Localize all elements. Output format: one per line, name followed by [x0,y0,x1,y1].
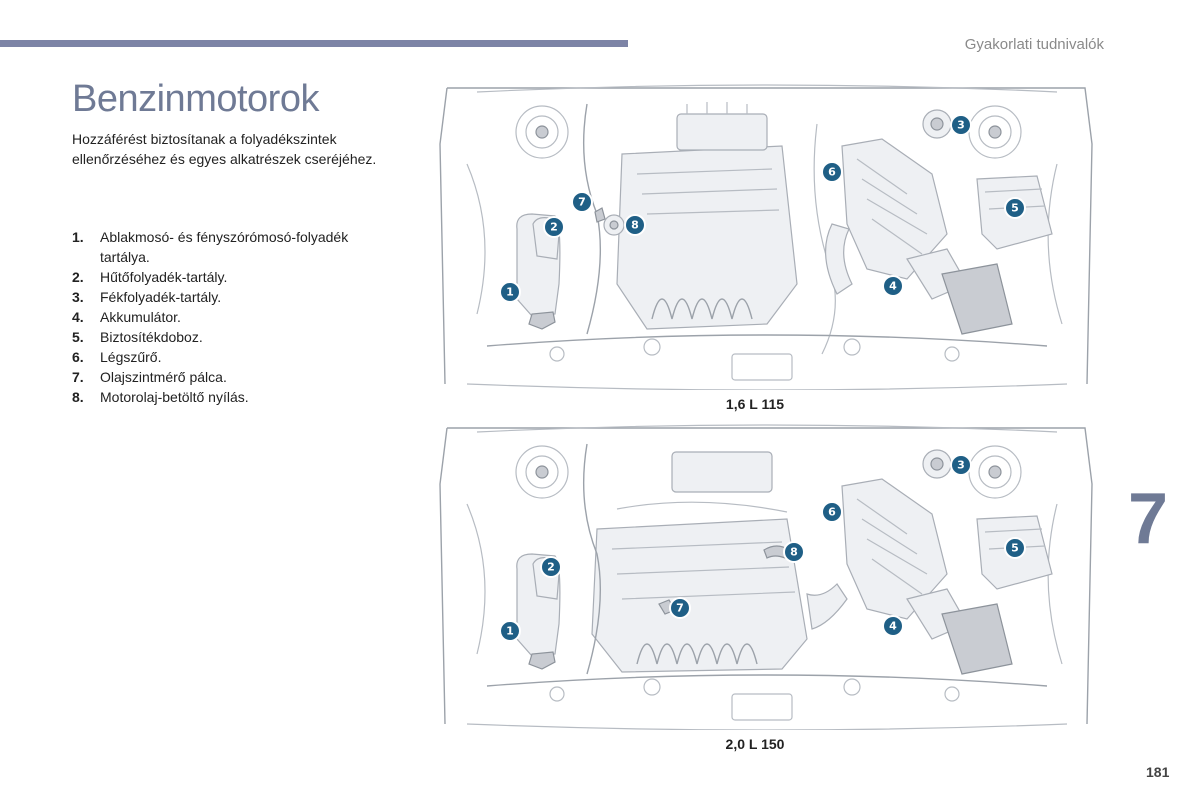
svg-text:4: 4 [889,620,897,633]
legend-label: Ablakmosó- és fényszórómosó-folyadék tar… [100,229,349,265]
section-title: Gyakorlati tudnivalók [964,36,1104,53]
callout-8: 8 [624,214,646,236]
legend-number: 5. [72,329,84,345]
svg-text:2: 2 [550,221,558,234]
intro-text: Hozzáférést biztosítanak a folyadékszint… [72,131,377,167]
callout-4: 4 [882,275,904,297]
callout-1: 1 [499,281,521,303]
legend-item: 5. Biztosítékdoboz. [72,327,392,347]
svg-text:3: 3 [957,459,965,472]
legend-number: 4. [72,309,84,325]
callout-7: 7 [669,597,691,619]
callout-3: 3 [950,454,972,476]
legend-label: Hűtőfolyadék-tartály. [100,269,228,285]
svg-text:5: 5 [1011,542,1019,555]
svg-text:8: 8 [790,546,798,559]
callout-3: 3 [950,114,972,136]
legend-number: 7. [72,369,84,385]
legend-number: 3. [72,289,84,305]
header-accent-bar [0,40,628,47]
page-title: Benzinmotorok [72,78,319,120]
diagram-caption-2: 2,0 L 150 [725,736,785,752]
svg-text:6: 6 [828,506,836,519]
page-number: 181 [1146,764,1170,780]
callout-4: 4 [882,615,904,637]
legend-number: 2. [72,269,84,285]
svg-text:4: 4 [889,280,897,293]
engine-diagram-2: 1 2 3 4 5 6 7 8 2,0 L 150 [437,424,1095,752]
legend-item: 6. Légszűrő. [72,347,392,367]
svg-text:1: 1 [506,286,514,299]
parts-legend: 1. Ablakmosó- és fényszórómosó-folyadék t… [72,227,392,407]
legend-item: 8. Motorolaj-betöltő nyílás. [72,387,392,407]
legend-item: 4. Akkumulátor. [72,307,392,327]
callout-7: 7 [571,191,593,213]
legend-label: Motorolaj-betöltő nyílás. [100,389,249,405]
legend-number: 1. [72,229,84,245]
legend-label: Akkumulátor. [100,309,181,325]
svg-text:8: 8 [631,219,639,232]
legend-item: 7. Olajszintmérő pálca. [72,367,392,387]
svg-text:7: 7 [578,196,586,209]
legend-label: Légszűrő. [100,349,162,365]
callout-1: 1 [499,620,521,642]
legend-item: 2. Hűtőfolyadék-tartály. [72,267,392,287]
callout-2: 2 [540,556,562,578]
diagram-caption-1: 1,6 L 115 [725,396,785,412]
callout-8: 8 [783,541,805,563]
svg-text:7: 7 [676,602,684,615]
svg-text:5: 5 [1011,202,1019,215]
legend-number: 6. [72,349,84,365]
engine-bay-illustration-2: 1 2 3 4 5 6 7 8 [439,424,1093,730]
svg-text:1: 1 [506,625,514,638]
chapter-number: 7 [1128,479,1169,559]
legend-item: 3. Fékfolyadék-tartály. [72,287,392,307]
engine-diagram-1: 1 2 3 4 5 6 7 8 1,6 L 115 [437,84,1095,412]
svg-text:6: 6 [828,166,836,179]
legend-item: 1. Ablakmosó- és fényszórómosó-folyadék t… [72,227,392,267]
svg-text:2: 2 [547,561,555,574]
callout-6: 6 [821,501,843,523]
legend-label: Biztosítékdoboz. [100,329,203,345]
legend-label: Fékfolyadék-tartály. [100,289,222,305]
legend-number: 8. [72,389,84,405]
callout-6: 6 [821,161,843,183]
callout-2: 2 [543,216,565,238]
engine-bay-illustration-1: 1 2 3 4 5 6 7 8 [439,84,1093,390]
callout-5: 5 [1004,537,1026,559]
legend-label: Olajszintmérő pálca. [100,369,227,385]
svg-text:3: 3 [957,119,965,132]
callout-5: 5 [1004,197,1026,219]
